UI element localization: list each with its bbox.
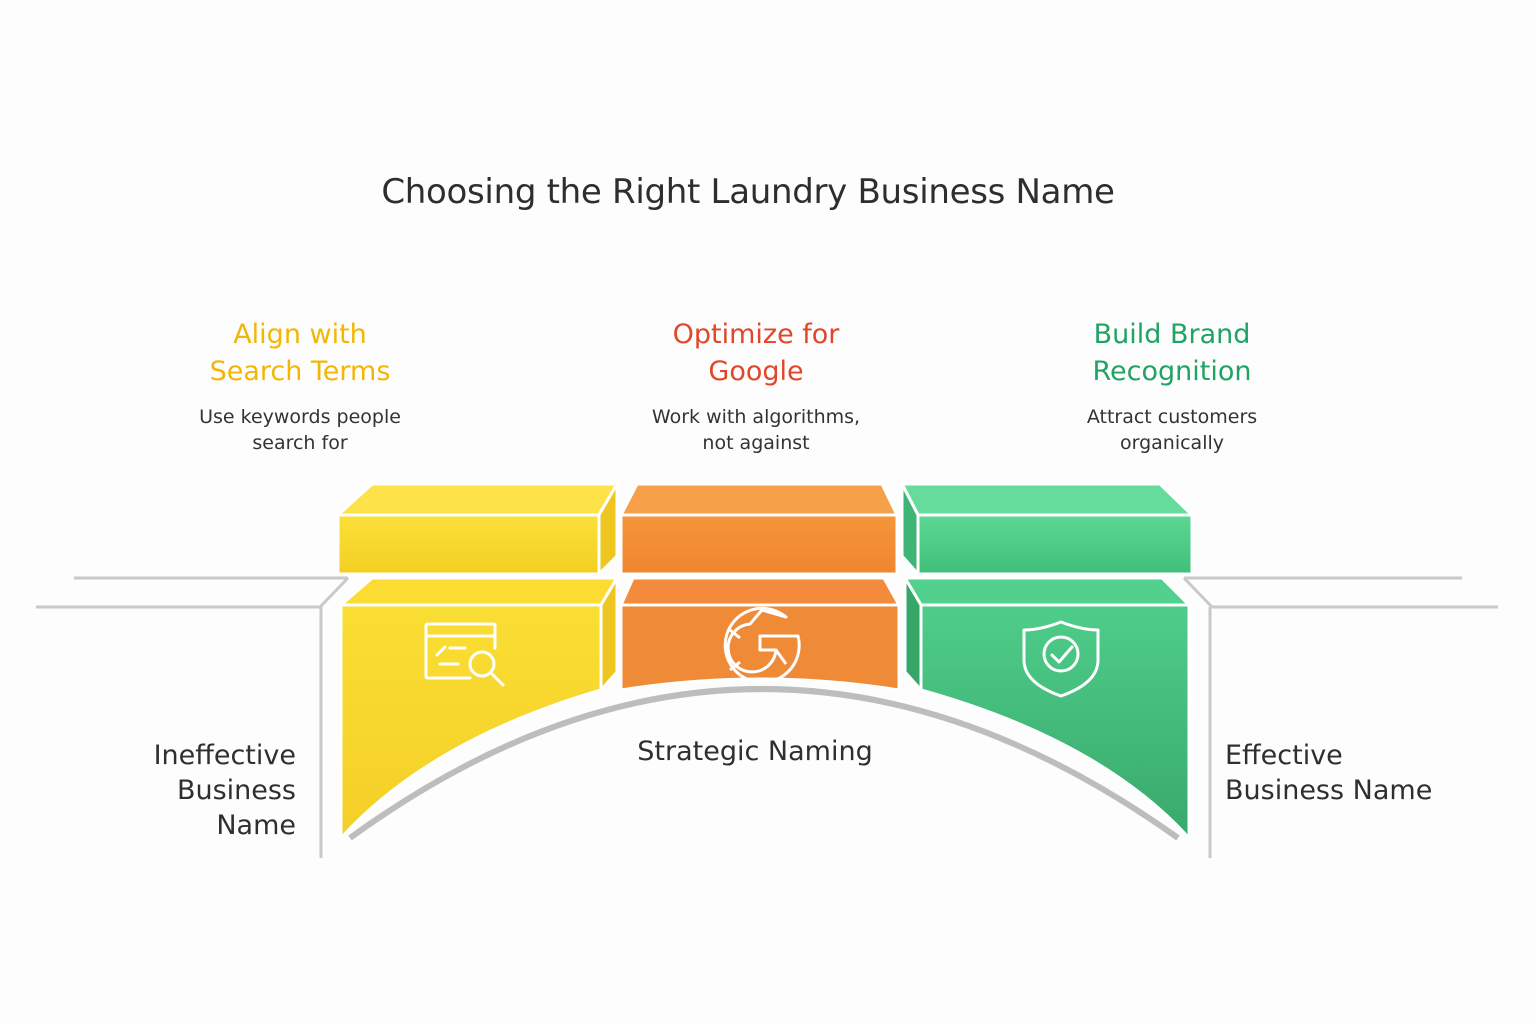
arch-block-green — [902, 572, 1193, 842]
right-bank — [1182, 576, 1498, 858]
center-label: Strategic Naming — [637, 736, 873, 767]
left-bank — [36, 576, 350, 858]
column-description-brand: Attract customers organically — [1086, 406, 1258, 454]
arch-block-orange — [618, 576, 902, 692]
deck-block-yellow — [334, 478, 620, 578]
column-description-google: Work with algorithms, not against — [651, 406, 861, 454]
diagram-title: Choosing the Right Laundry Business Name — [381, 172, 1115, 212]
left-bank-label: Ineffective Business Name — [153, 740, 296, 841]
column-description-search-terms: Use keywords people search for — [199, 406, 401, 454]
column-heading-search-terms: Align with Search Terms — [209, 319, 391, 387]
arch-block-yellow — [336, 572, 620, 842]
shield-check-icon — [1022, 620, 1100, 698]
column-heading-google: Optimize for Google — [672, 319, 840, 387]
search-browser-icon — [424, 622, 505, 687]
google-icon — [723, 606, 801, 684]
arch-outline — [348, 686, 1180, 841]
deck-block-orange — [618, 482, 900, 576]
deck-block-green — [899, 482, 1196, 578]
right-bank-label: Effective Business Name — [1225, 740, 1433, 806]
column-heading-brand: Build Brand Recognition — [1092, 319, 1252, 387]
